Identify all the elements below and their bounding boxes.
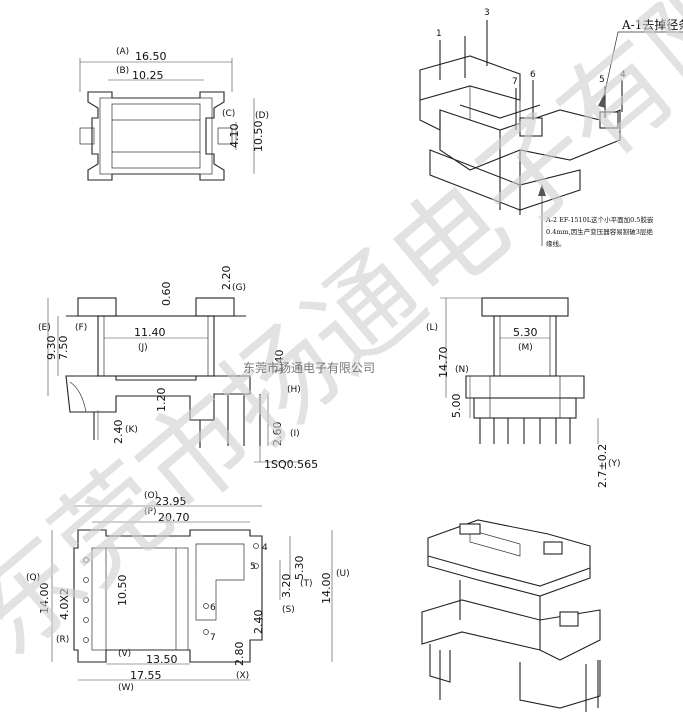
pin-6-label: 6 — [530, 70, 536, 80]
tag-s: (S) — [282, 605, 295, 615]
pin-3-label: 3 — [484, 8, 490, 18]
dim-o: 23.95 — [155, 495, 187, 508]
dim-j: 11.40 — [134, 326, 166, 339]
top-view: (A) 16.50 (B) 10.25 (C) 4.10 (D) 10.50 — [79, 47, 269, 181]
dim-e: 9.30 — [45, 336, 58, 361]
dim-g: 2.20 — [220, 266, 233, 291]
tag-r: (R) — [56, 635, 69, 645]
dim-p: 20.70 — [158, 511, 190, 524]
dim-l: 14.70 — [437, 347, 450, 379]
tag-h: (H) — [287, 385, 301, 395]
tag-f: (F) — [75, 323, 87, 333]
dim-530: 5.30 — [293, 556, 306, 581]
dim-q: 14.00 — [38, 583, 51, 615]
iso-bottom-view — [421, 519, 601, 712]
tag-m: (M) — [518, 343, 533, 353]
dim-n: 5.00 — [450, 394, 463, 419]
tag-e: (E) — [38, 323, 51, 333]
tag-b: (B) — [116, 66, 129, 76]
bottom-pin-5: 5 — [250, 562, 256, 572]
tag-c: (C) — [222, 109, 235, 119]
tag-o: (O) — [144, 491, 158, 501]
dim-x: 2.80 — [233, 642, 246, 667]
tag-j: (J) — [138, 343, 148, 353]
dim-r: 4.0X2 — [58, 588, 71, 620]
tag-u: (U) — [336, 569, 350, 579]
dim-u: 14.00 — [320, 573, 333, 605]
dim-c: 4.10 — [228, 124, 241, 149]
dim-h: 1.40 — [273, 350, 286, 375]
tag-x: (X) — [236, 671, 249, 681]
dim-f: 7.50 — [57, 336, 70, 361]
tag-i: (I) — [290, 429, 300, 439]
front-view: (E) 9.30 (F) 7.50 2.20 (G) 0.60 11.40 (J… — [38, 266, 318, 472]
dim-w: 17.55 — [130, 669, 162, 682]
tag-p: (P) — [144, 507, 156, 517]
note-a1: A-1去掉径条 — [621, 18, 683, 32]
note-a2-line2: 0.4mm,因生产变压器容易割破3层绝 — [546, 227, 653, 236]
dim-v: 13.50 — [146, 653, 178, 666]
note-a2-line3: 缘线。 — [546, 239, 566, 248]
tag-v: (V) — [118, 649, 131, 659]
dim-d: 10.50 — [252, 121, 265, 153]
tag-a: (A) — [116, 47, 129, 57]
tag-y: (Y) — [608, 459, 621, 469]
pin-4-label: 4 — [620, 70, 626, 80]
dim-a: 16.50 — [135, 50, 167, 63]
bottom-view: 4 5 6 7 (O) 23.95 (P) 20.70 (Q) 14.00 4.… — [26, 491, 350, 693]
dim-120: 1.20 — [155, 388, 168, 413]
side-view: (L) 14.70 5.30 (M) (N) 5.00 2.7±0.2 (Y) — [426, 297, 621, 488]
watermark-line: 东莞市扬通电子有限公司 — [243, 360, 375, 375]
dim-t: 3.20 — [280, 574, 293, 599]
dim-b: 10.25 — [132, 69, 164, 82]
dim-s: 2.40 — [252, 610, 265, 635]
note-a2-line1: A-2 EF-1510L这个小平面加0.5胶嵌 — [545, 215, 654, 224]
bottom-pin-4: 4 — [262, 543, 268, 553]
iso-top-view: 1 3 7 6 5 4 A-1去掉径条 A-2 EF-1510L这个小平面加0.… — [419, 8, 683, 248]
dim-m: 5.30 — [513, 326, 538, 339]
pin-7-label: 7 — [512, 77, 518, 87]
tag-w: (W) — [118, 683, 134, 693]
tag-d: (D) — [255, 111, 269, 121]
bottom-pin-7: 7 — [210, 633, 216, 643]
tag-n: (N) — [455, 365, 469, 375]
tag-k: (K) — [125, 425, 138, 435]
dim-y: 2.7±0.2 — [596, 444, 609, 488]
tag-t: (T) — [300, 579, 313, 589]
dim-060: 0.60 — [160, 282, 173, 307]
dim-k: 2.40 — [112, 420, 125, 445]
pin-1-label: 1 — [436, 29, 442, 39]
tag-g: (G) — [232, 283, 246, 293]
bottom-pin-6: 6 — [210, 603, 216, 613]
tag-l: (L) — [426, 323, 438, 333]
tag-q: (Q) — [26, 573, 40, 583]
pin-5-label: 5 — [599, 75, 605, 85]
pin-note: 1SQ0.565 — [264, 458, 318, 471]
dim-1050: 10.50 — [116, 575, 129, 607]
dim-i: 2.60 — [271, 422, 284, 447]
